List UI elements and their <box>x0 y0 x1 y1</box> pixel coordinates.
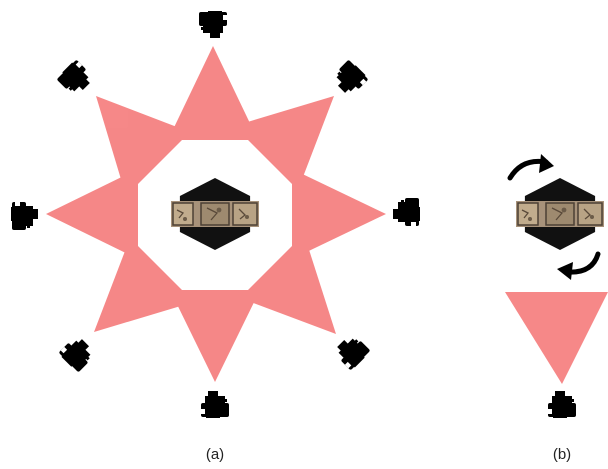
camera-icon <box>548 391 576 418</box>
camera-icon <box>57 334 97 374</box>
camera-icon <box>11 202 38 230</box>
camera-icon <box>393 198 420 226</box>
camera-icon <box>199 11 227 38</box>
fov-single <box>505 292 608 384</box>
camera-icon <box>201 391 229 418</box>
fov-top-right <box>234 96 334 190</box>
fov-bottom-left <box>94 238 194 332</box>
object <box>515 200 605 228</box>
fov-bottom-right <box>240 234 336 334</box>
panel-label-b: (b) <box>552 446 572 463</box>
fov-bottom <box>170 290 260 382</box>
panel-b <box>505 154 608 418</box>
camera-icon <box>332 332 372 372</box>
field-of-view-cones <box>46 46 386 382</box>
camera-icon <box>330 58 370 98</box>
fov-right <box>292 169 386 259</box>
object <box>170 200 260 228</box>
fov-left <box>46 169 138 259</box>
panel-a <box>11 11 420 418</box>
curved-arrow-icon <box>507 154 554 181</box>
fov-top <box>168 46 258 140</box>
fov-top-left <box>96 96 190 196</box>
curved-arrow-icon <box>557 251 601 280</box>
panel-label-a: (a) <box>205 446 225 463</box>
camera-icon <box>55 58 95 98</box>
